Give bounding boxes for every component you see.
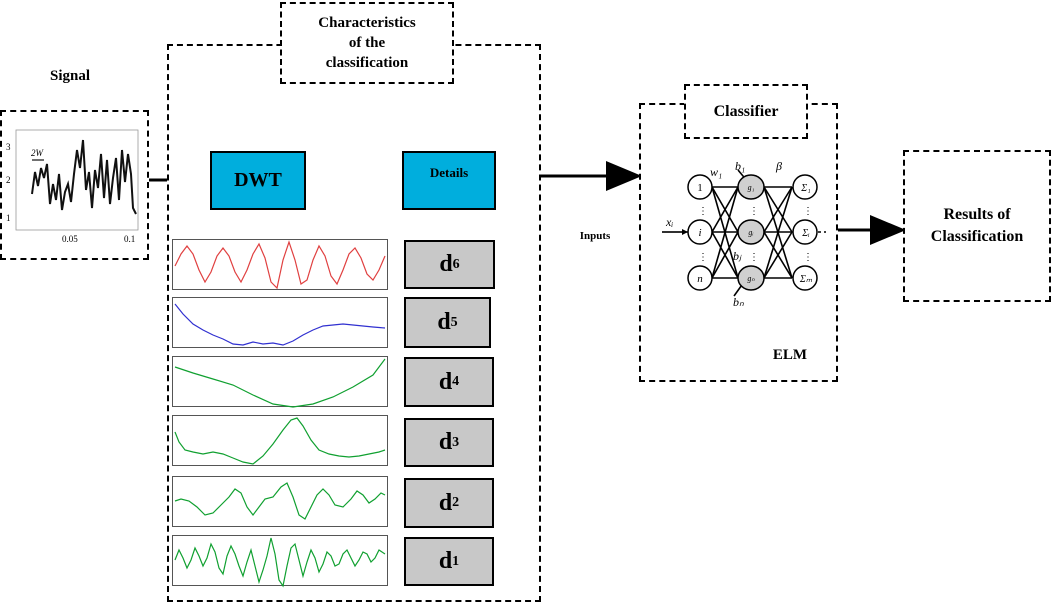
xi-label: xᵢ — [665, 215, 673, 229]
bN-label: bₙ — [733, 295, 744, 309]
output-label-i: Σᵢ — [801, 228, 810, 239]
hidden-label-1: g₁ — [748, 183, 755, 192]
dwt-box: DWT — [210, 151, 306, 210]
w1-label: w₁ — [710, 165, 722, 179]
hidden-node-1 — [737, 174, 765, 200]
results-line-1: Results of — [943, 206, 1011, 223]
svg-text:⋮: ⋮ — [803, 206, 813, 217]
results-line-2: Classification — [930, 228, 1024, 245]
classifier-title-box: Classifier — [684, 84, 808, 139]
hidden-label-j: gᵢ — [748, 228, 753, 237]
d6-curve — [174, 240, 386, 290]
characteristics-title-3: classification — [325, 55, 409, 71]
input-node-1 — [687, 174, 713, 200]
plot-d3 — [172, 415, 388, 466]
svg-text:⋮: ⋮ — [698, 206, 708, 217]
input-node-i — [687, 219, 713, 245]
d5-curve — [174, 303, 386, 346]
svg-text:⋮: ⋮ — [749, 252, 759, 263]
input-label-i: i — [698, 227, 701, 239]
d4-curve — [174, 358, 386, 408]
d2-curve — [174, 482, 386, 520]
output-node-m — [792, 265, 818, 291]
signal-label: Signal — [49, 68, 91, 84]
characteristics-title-1: Characteristics — [318, 15, 416, 31]
signal-plot: 2W 3 2 1 0.05 0.1 — [6, 129, 139, 244]
input-node-n — [687, 265, 713, 291]
bj-label: bⱼ — [733, 249, 742, 263]
output-label-1: Σ₁ — [800, 183, 810, 194]
b1-label: b₁ — [735, 159, 745, 173]
svg-text:⋮: ⋮ — [803, 252, 813, 263]
plot-d5 — [172, 297, 388, 348]
beta-label: β — [775, 159, 782, 173]
characteristics-title-box: Characteristics of the classification — [280, 2, 454, 84]
results-box: Results of Classification — [903, 150, 1051, 302]
output-node-i — [792, 219, 818, 245]
plot-d4 — [172, 356, 388, 408]
input-label-1: 1 — [697, 182, 703, 194]
y-tick-2: 2 — [6, 175, 11, 185]
output-node-1 — [792, 174, 818, 200]
svg-text:⋮: ⋮ — [698, 252, 708, 263]
y-tick-1: 1 — [6, 213, 11, 223]
input-label-n: n — [697, 273, 703, 285]
x-tick-01: 0.1 — [124, 234, 135, 244]
window-label: 2W — [31, 148, 45, 158]
characteristics-title-2: of the — [348, 35, 386, 51]
details-box: Details — [402, 151, 496, 210]
hidden-node-j — [737, 219, 765, 245]
output-label-m: Σₘ — [799, 274, 813, 285]
svg-text:⋮: ⋮ — [749, 206, 759, 217]
plot-d1 — [172, 535, 388, 588]
signal-box: 2W 3 2 1 0.05 0.1 — [0, 110, 149, 260]
x-tick-005: 0.05 — [62, 234, 78, 244]
d3-curve — [174, 417, 386, 465]
hidden-node-n — [737, 265, 765, 291]
inputs-label: Inputs — [579, 230, 611, 242]
y-tick-3: 3 — [6, 142, 11, 152]
d1-curve — [174, 537, 386, 588]
elm-label: ELM — [772, 347, 808, 363]
plot-d2 — [172, 476, 388, 527]
hidden-label-n: gₙ — [747, 274, 755, 283]
plot-d6 — [172, 239, 388, 290]
